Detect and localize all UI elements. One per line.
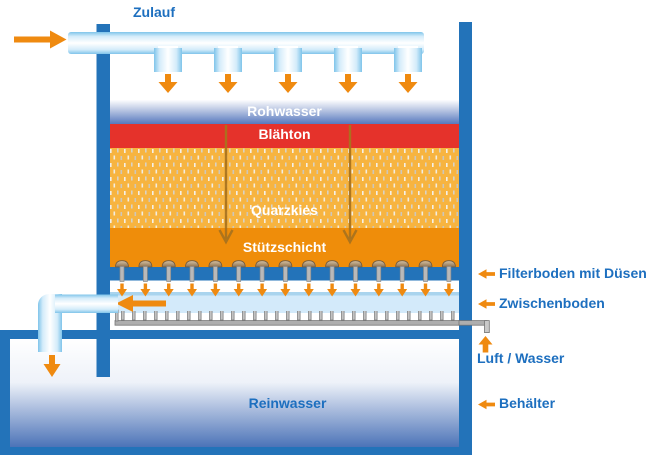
vessel-right-wall bbox=[459, 22, 472, 455]
clean-water-tank bbox=[0, 330, 472, 455]
layer-label-rohwasser: Rohwasser bbox=[247, 103, 322, 119]
clean-water-label: Reinwasser bbox=[248, 395, 327, 411]
layer-label-stuetzschicht: Stützschicht bbox=[242, 239, 327, 255]
callout-arrow-filterboden-icon bbox=[478, 269, 495, 279]
inlet-main-pipe bbox=[68, 32, 424, 54]
outlet-flow-arrow-icon bbox=[116, 295, 166, 312]
tank-top-wall bbox=[0, 330, 472, 339]
layer-label-quarzkies: Quarzkies bbox=[251, 202, 318, 218]
flow-arrows bbox=[14, 30, 495, 410]
tank-bottom-wall bbox=[0, 447, 472, 455]
outlet-horizontal-pipe bbox=[55, 294, 118, 313]
percolation-arrows bbox=[218, 125, 358, 245]
layer-blaehton bbox=[110, 124, 459, 148]
callout-arrow-behaelter-icon bbox=[478, 399, 495, 410]
inlet-pipe bbox=[68, 32, 424, 72]
nozzle-row bbox=[115, 260, 456, 297]
callout-label-zwischenboden: Zwischenboden bbox=[499, 295, 605, 311]
pipe-hook bbox=[484, 320, 490, 334]
vessel-left-wall bbox=[96, 24, 110, 377]
clean-water-body bbox=[10, 339, 459, 447]
layer-quarzkies bbox=[110, 148, 459, 228]
callout-arrow-zwischenboden-icon bbox=[478, 299, 495, 309]
pipe-body bbox=[114, 320, 461, 326]
intermediate-water-band bbox=[110, 292, 459, 313]
callout-label-filterboden: Filterboden mit Düsen bbox=[499, 265, 647, 281]
outlet-pipe bbox=[38, 294, 118, 352]
inlet-label: Zulauf bbox=[133, 4, 175, 20]
inlet-branch-arrows bbox=[158, 74, 418, 93]
tank-left-wall bbox=[0, 330, 10, 455]
pipe-slots bbox=[118, 311, 459, 321]
inlet-branch-pipes bbox=[154, 48, 422, 72]
callout-label-luft-wasser: Luft / Wasser bbox=[477, 350, 565, 366]
downpipe-arrow-icon bbox=[43, 355, 61, 377]
pipe-extension bbox=[458, 320, 488, 326]
filter-vessel-walls bbox=[96, 22, 472, 455]
layer-rohwasser bbox=[110, 100, 459, 124]
layer-label-blaehton: Blähton bbox=[258, 126, 311, 142]
callout-label-behaelter: Behälter bbox=[499, 395, 556, 411]
perforated-pipe bbox=[114, 309, 490, 334]
inflow-arrow-icon bbox=[14, 30, 67, 49]
